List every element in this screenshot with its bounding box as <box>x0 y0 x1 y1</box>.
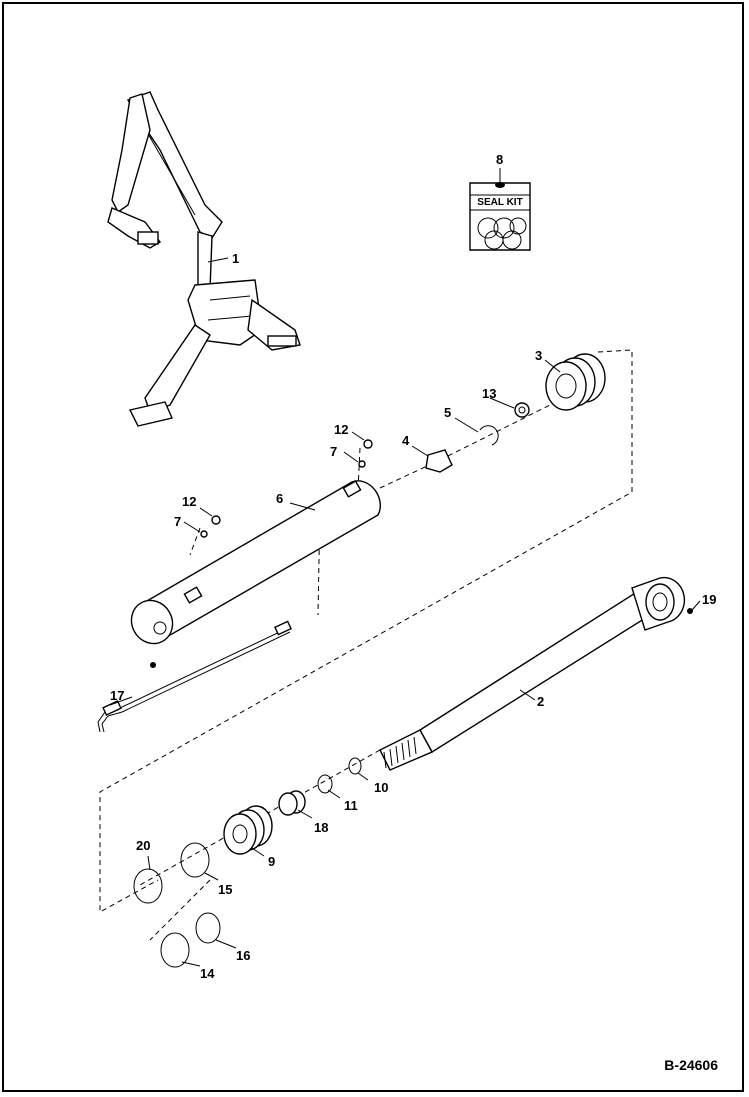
callout-1: 1 <box>232 251 239 266</box>
callout-15: 15 <box>218 882 232 897</box>
callout-20: 20 <box>136 838 150 853</box>
callout-9: 9 <box>268 854 275 869</box>
piston-upper <box>545 353 606 411</box>
callout-8: 8 <box>496 152 503 167</box>
callout-17: 17 <box>110 688 124 703</box>
callout-19: 19 <box>702 592 716 607</box>
callout-16: 16 <box>236 948 250 963</box>
hydraulic-tube <box>97 620 292 733</box>
assembly-dashed-lines <box>99 349 633 941</box>
callout-10: 10 <box>374 780 388 795</box>
callout-14: 14 <box>200 966 215 981</box>
small-parts-upper <box>200 402 530 538</box>
callout-5: 5 <box>444 405 451 420</box>
callout-12-upper: 12 <box>334 422 348 437</box>
callout-12-lower: 12 <box>182 494 196 509</box>
callout-11: 11 <box>344 798 358 813</box>
leader-lines <box>109 257 701 967</box>
cylinder-barrel <box>130 480 381 668</box>
seal-kit-package: SEAL KIT <box>469 168 531 251</box>
callout-6: 6 <box>276 491 283 506</box>
small-parts-lower <box>278 757 362 816</box>
drawing-reference-code: B-24606 <box>664 1057 718 1073</box>
callout-labels: 1 2 3 4 5 6 7 7 8 9 10 11 12 12 13 14 15… <box>110 152 716 981</box>
backhoe-assembly <box>107 91 301 427</box>
callout-7-lower: 7 <box>174 514 181 529</box>
callout-13: 13 <box>482 386 496 401</box>
callout-2: 2 <box>537 694 544 709</box>
callout-18: 18 <box>314 820 328 835</box>
cylinder-rod <box>379 576 693 771</box>
seal-rings-lower <box>133 842 221 968</box>
piston-lower <box>223 805 273 855</box>
callout-3: 3 <box>535 348 542 363</box>
seal-kit-label: SEAL KIT <box>477 197 522 208</box>
callout-4: 4 <box>402 433 410 448</box>
callout-7-upper: 7 <box>330 444 337 459</box>
